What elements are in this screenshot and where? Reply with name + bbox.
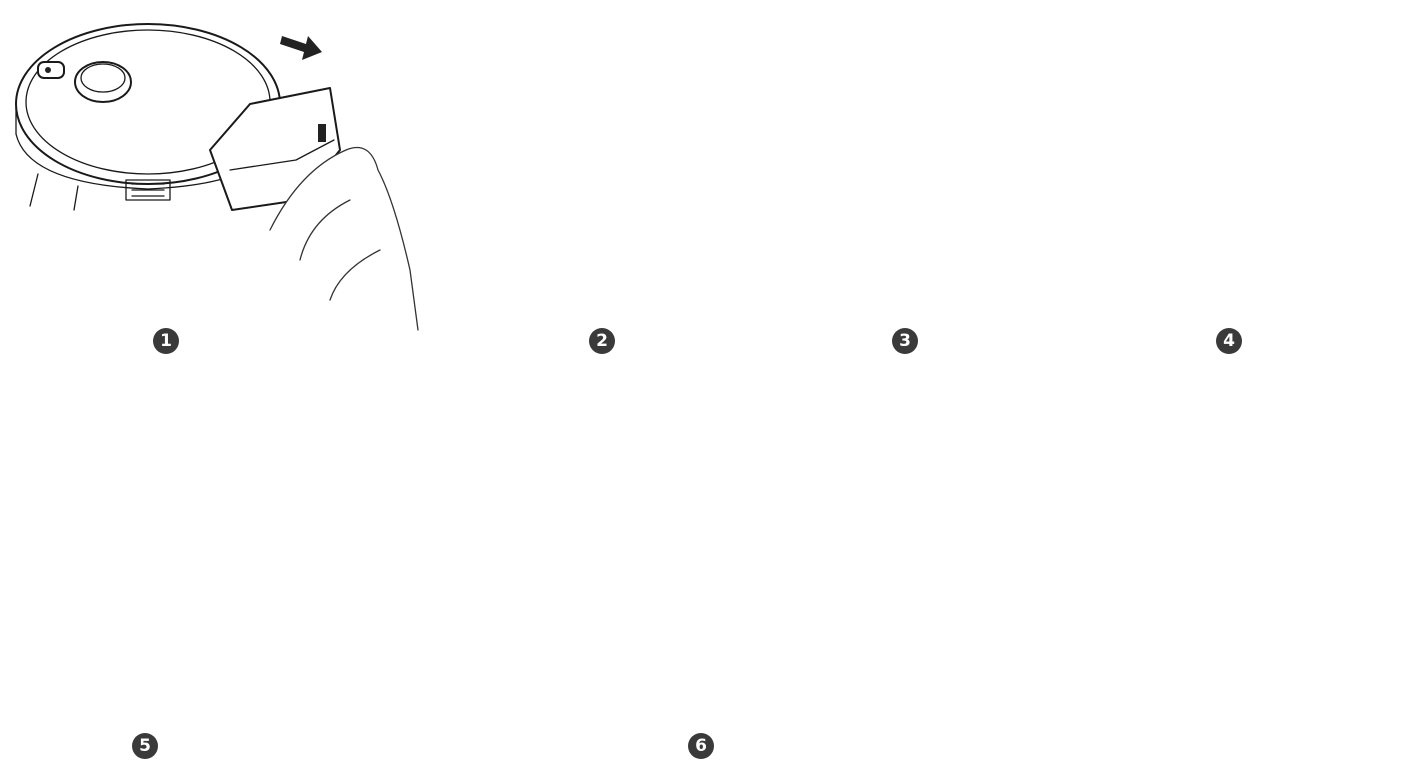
step-1-illustration	[16, 24, 418, 330]
step-3-number: 3	[892, 328, 918, 354]
step-5-number: 5	[132, 733, 158, 759]
step-2-number: 2	[589, 328, 615, 354]
step-4-number: 4	[1216, 328, 1242, 354]
step-6-number: 6	[688, 733, 714, 759]
step-1-number: 1	[153, 328, 179, 354]
